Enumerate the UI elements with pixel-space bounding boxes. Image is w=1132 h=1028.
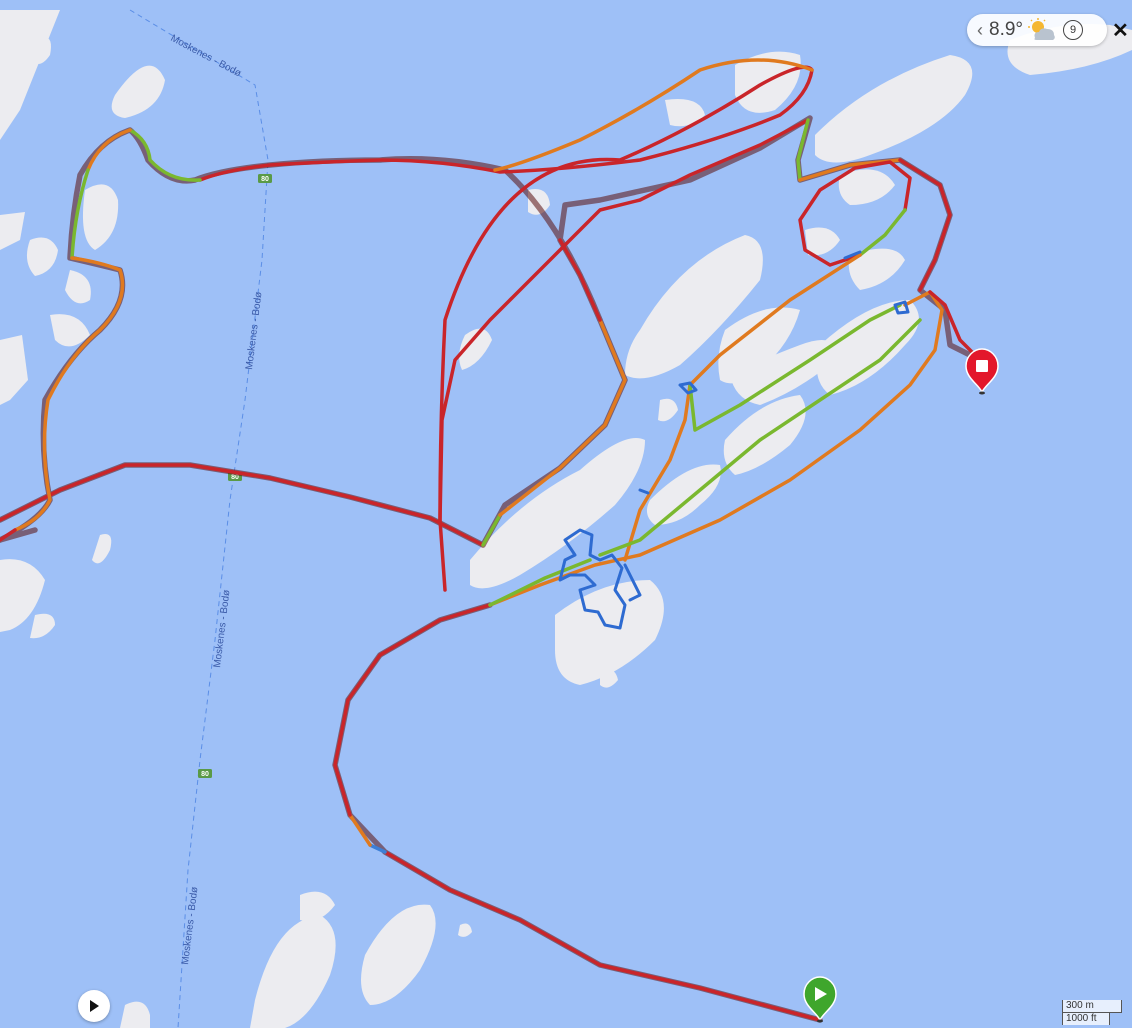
temperature-value: 8.9°: [989, 19, 1024, 40]
play-button[interactable]: [78, 990, 110, 1022]
end-marker-icon[interactable]: [965, 348, 999, 395]
route-shield: 80: [198, 769, 212, 778]
ferry-lines: [129, 9, 269, 1028]
svg-text:80: 80: [261, 176, 269, 183]
chevron-left-icon[interactable]: ‹: [977, 19, 983, 40]
weather-widget[interactable]: ‹ 8.9° 9: [967, 14, 1107, 46]
scale-metric: 300 m: [1062, 1000, 1122, 1013]
gps-track: [0, 58, 983, 1023]
scale-imperial: 1000 ft: [1062, 1013, 1110, 1025]
partly-sunny-icon: [1028, 18, 1055, 40]
svg-text:80: 80: [231, 474, 239, 481]
close-icon[interactable]: ✕: [1112, 20, 1129, 42]
svg-text:80: 80: [201, 771, 209, 778]
scale-bar: 300 m 1000 ft: [1062, 1000, 1122, 1025]
play-icon: [90, 1000, 99, 1012]
wind-speed-icon: 9: [1063, 20, 1084, 40]
start-marker-icon[interactable]: [803, 976, 837, 1023]
route-shield: 80: [258, 174, 272, 183]
